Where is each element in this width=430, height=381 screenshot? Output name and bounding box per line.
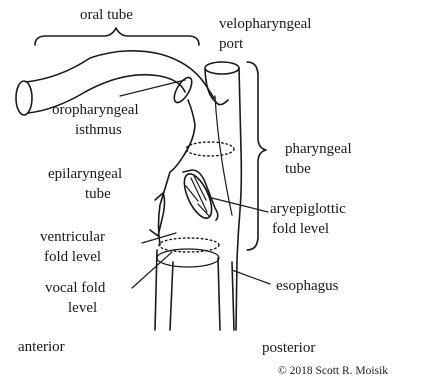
- vocal-fold-label-2: level: [68, 300, 97, 316]
- pharyngeal-cross-section: [186, 142, 234, 156]
- velopharyngeal-port-label-1: velopharyngeal: [219, 16, 311, 32]
- epilaryngeal-tube: [150, 155, 218, 245]
- ventricular-fold-section: [159, 238, 219, 252]
- posterior-label: posterior: [262, 340, 315, 356]
- aryepiglottic-fold-label-1: aryepiglottic: [270, 201, 346, 217]
- ventricular-fold-label-1: ventricular: [40, 229, 105, 245]
- pharyngeal-brace: [247, 62, 266, 250]
- epilaryngeal-tube-label-1: epilaryngeal: [48, 166, 122, 182]
- copyright-credit: © 2018 Scott R. Moisik: [278, 365, 388, 377]
- epilaryngeal-tube-label-2: tube: [85, 186, 111, 202]
- oral-tube-brace: [35, 28, 199, 45]
- leader-lines: [120, 80, 270, 288]
- oropharyngeal-isthmus-label-1: oropharyngeal: [52, 102, 139, 118]
- aryepiglottic-fold-label-2: fold level: [272, 221, 329, 237]
- pharyngeal-tube-label-1: pharyngeal: [285, 141, 352, 157]
- anterior-label: anterior: [18, 339, 65, 355]
- oropharyngeal-isthmus-label-2: isthmus: [75, 122, 122, 138]
- velopharyngeal-port-label-2: port: [219, 36, 244, 52]
- esophagus-and-trachea: [155, 250, 234, 330]
- vocal-fold-label-1: vocal fold: [45, 280, 106, 296]
- pharyngeal-tube-label-2: tube: [285, 161, 311, 177]
- ventricular-fold-label-2: fold level: [44, 249, 101, 265]
- esophagus-label: esophagus: [276, 278, 339, 294]
- oral-tube-label: oral tube: [80, 7, 133, 23]
